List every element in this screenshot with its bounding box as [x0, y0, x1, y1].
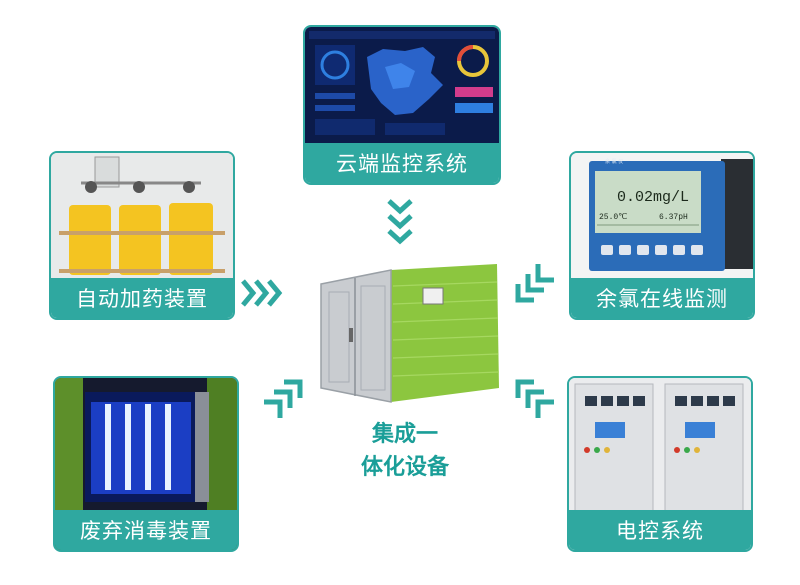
chevron-up-left-icon: [515, 379, 554, 418]
meter-temp: 25.0℃: [599, 213, 627, 222]
cloud-dashboard-image: [305, 27, 499, 143]
meter-ph: 6.37pH: [659, 213, 688, 222]
integrated-device-caption: 集成一 体化设备: [330, 418, 480, 484]
dosing-label: 自动加药装置: [51, 278, 233, 318]
uv-card: 废弃消毒装置: [53, 376, 239, 552]
caption-line-2: 体化设备: [360, 455, 449, 480]
integrated-device-image: [320, 264, 500, 403]
chevron-up-right-icon: [264, 379, 303, 418]
electric-card: 电控系统: [567, 376, 753, 552]
meter-key: [655, 245, 667, 255]
dosing-card: 自动加药装置: [49, 151, 235, 320]
chlorine-label: 余氯在线监测: [571, 278, 753, 318]
caption-line-1: 集成一: [371, 422, 438, 447]
meter-key: [637, 245, 649, 255]
svg-text:余 氯 仪: 余 氯 仪: [605, 158, 623, 165]
meter-key: [673, 245, 685, 255]
meter-key: [601, 245, 613, 255]
chevron-down-icon: [387, 199, 413, 245]
chevron-down-left-icon: [515, 264, 554, 303]
meter-key: [691, 245, 703, 255]
cloud-monitor-label: 云端监控系统: [305, 143, 499, 183]
chevron-right-icon: [241, 279, 283, 307]
uv-label: 废弃消毒装置: [55, 510, 237, 550]
chlorine-card: 余 氯 仪 0.02mg/L 25.0℃ 6.37pH 余氯在线监测: [569, 151, 755, 320]
electric-label: 电控系统: [569, 510, 751, 550]
meter-reading: 0.02mg/L: [617, 189, 689, 206]
meter-key: [619, 245, 631, 255]
cloud-monitor-card: 云端监控系统: [303, 25, 501, 185]
